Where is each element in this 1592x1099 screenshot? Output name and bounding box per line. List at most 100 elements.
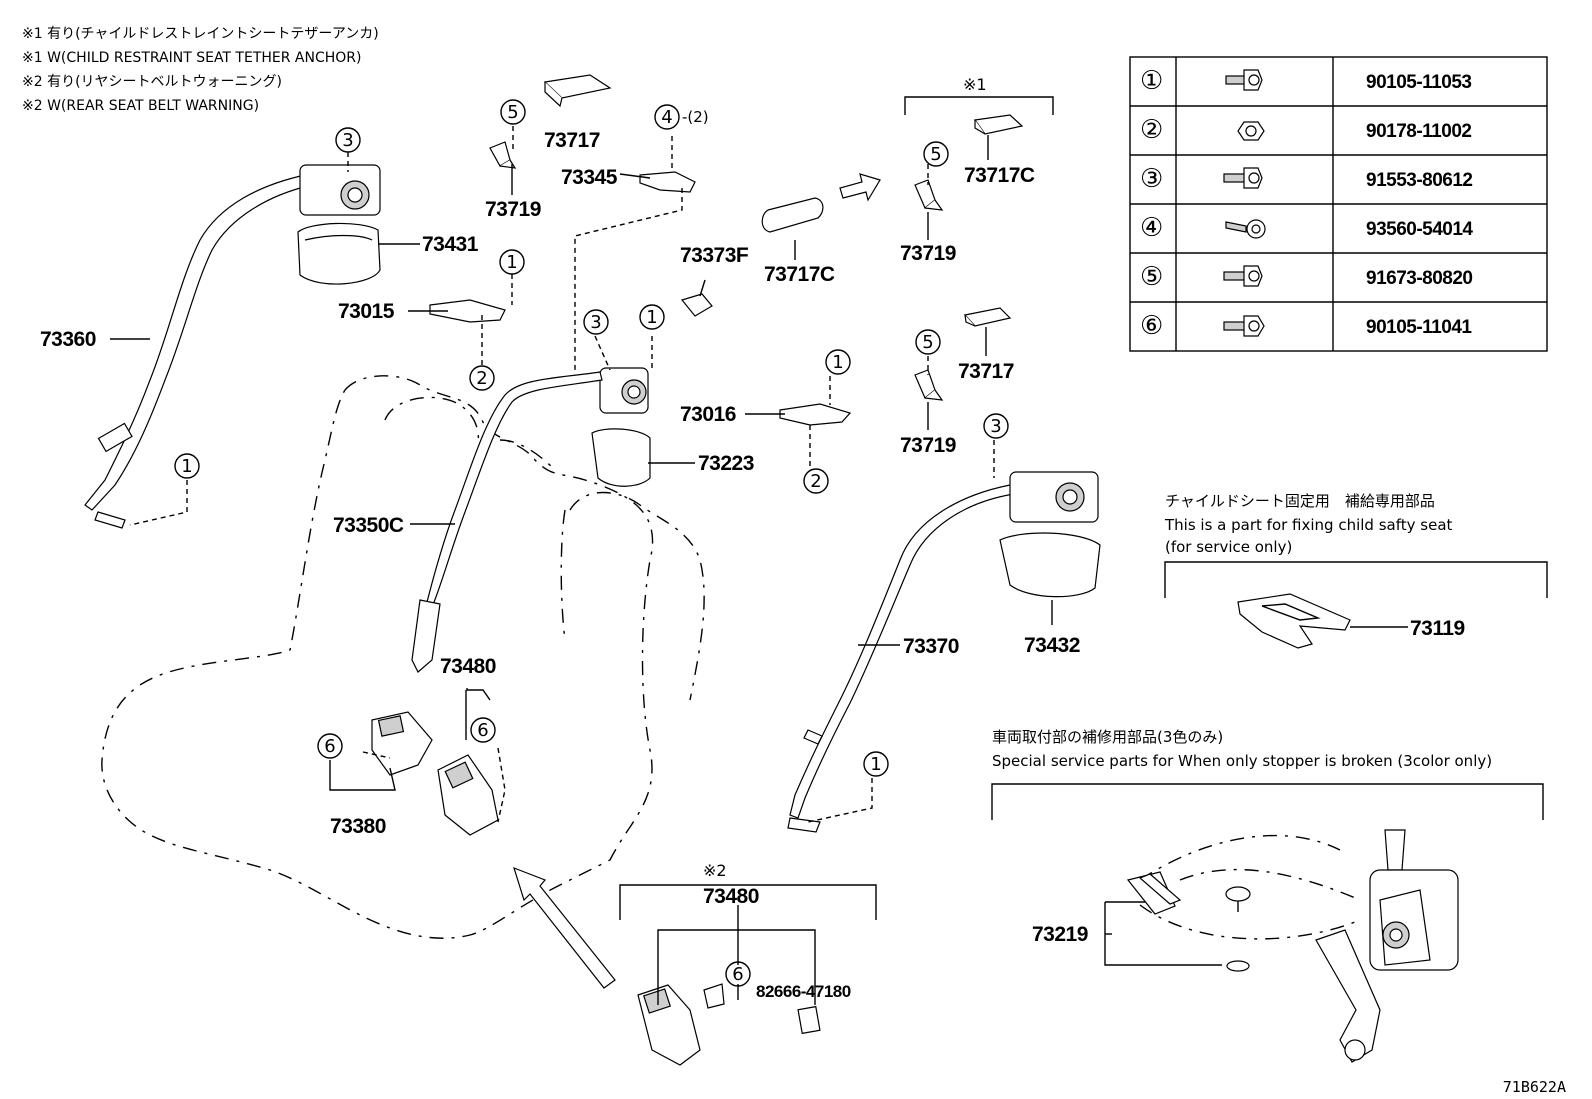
table-ref-6: ⑥: [1140, 311, 1163, 341]
svg-text:1: 1: [870, 754, 881, 775]
bracket-73719-right-top: [914, 179, 944, 211]
note-1-jp: ※1 有り(チャイルドレストレイントシートテザーアンカ): [22, 26, 379, 42]
table-ref-2: ②: [1140, 115, 1163, 145]
callout-1: 1: [499, 249, 525, 275]
table-ref-3: ③: [1140, 164, 1163, 194]
callout-3: 3: [583, 309, 609, 335]
svg-text:2: 2: [810, 471, 821, 492]
callout-2: 2: [803, 468, 829, 494]
note-1-en: ※1 W(CHILD RESTRAINT SEAT TETHER ANCHOR): [22, 50, 362, 66]
child-seat-part-box: チャイルドシート固定用 補給専用部品 This is a part for fi…: [1164, 492, 1548, 649]
retractor-cover-73223: [591, 428, 651, 487]
table-row: ⑤ 91673-80820: [1140, 262, 1473, 292]
connector-82666: [797, 1005, 821, 1035]
seat-belt-73370: [787, 471, 1099, 833]
note1-marker: ※1: [963, 75, 987, 94]
svg-text:6: 6: [732, 964, 743, 985]
label-73380: 73380: [330, 815, 386, 838]
label-73717C-right: 73717C: [964, 164, 1035, 187]
fastener-table: ① 90105-11053 ② 90178-11002 ③ 91553-8061…: [1129, 56, 1548, 352]
label-73350C: 73350C: [333, 514, 404, 537]
label-73345: 73345: [561, 166, 618, 189]
nut-icon: [1237, 121, 1265, 141]
label-73719-right-top: 73719: [900, 242, 956, 265]
svg-text:1: 1: [181, 456, 192, 477]
diagram-id: 71B622A: [1503, 1078, 1566, 1096]
child-seat-subtitle: (for service only): [1165, 538, 1292, 556]
svg-text:1: 1: [832, 352, 843, 373]
svg-text:1: 1: [506, 252, 517, 273]
cover-73717-right: [963, 307, 1012, 327]
callout-5: 5: [915, 329, 941, 355]
label-73373F: 73373F: [680, 244, 749, 267]
svg-text:3: 3: [990, 416, 1001, 437]
table-part-4: 93560-54014: [1366, 219, 1473, 240]
callout-5: 5: [923, 141, 949, 167]
svg-text:4: 4: [661, 107, 672, 128]
note2-marker: ※2: [703, 861, 727, 880]
svg-text:5: 5: [930, 144, 941, 165]
label-73432: 73432: [1024, 634, 1080, 657]
anchor-plate-73015: [429, 299, 506, 323]
callout-6: 6: [470, 717, 496, 743]
svg-text:6: 6: [477, 720, 488, 741]
svg-text:5: 5: [922, 332, 933, 353]
svg-text:6: 6: [324, 736, 335, 757]
table-row: ① 90105-11053: [1140, 66, 1472, 96]
clip-73373F: [680, 293, 713, 317]
cover-73717-top: [543, 74, 612, 108]
stopper-title-en: Special service parts for When only stop…: [992, 752, 1492, 770]
label-73370: 73370: [903, 635, 959, 658]
callout-6: 6: [317, 733, 343, 759]
table-row: ④ 93560-54014: [1140, 213, 1474, 243]
callout-4: 4: [654, 104, 680, 130]
svg-text:3: 3: [342, 130, 353, 151]
cover-73717C-center: [761, 197, 824, 233]
svg-text:1: 1: [646, 307, 657, 328]
label-73719-right-mid: 73719: [900, 434, 956, 457]
callout-2: 2: [469, 365, 495, 391]
table-part-2: 90178-11002: [1366, 121, 1471, 142]
guide-73345: [639, 171, 696, 193]
label-73719-top: 73719: [485, 198, 541, 221]
table-part-3: 91553-80612: [1366, 170, 1473, 191]
label-73431: 73431: [422, 233, 479, 256]
table-row: ② 90178-11002: [1140, 115, 1472, 145]
seat-outline: [101, 375, 705, 939]
anchor-plate-73119: [1237, 593, 1351, 649]
table-ref-5: ⑤: [1140, 262, 1163, 292]
child-seat-title-en: This is a part for fixing child safty se…: [1164, 516, 1453, 534]
bolt-icon: [1223, 265, 1263, 287]
label-73016: 73016: [680, 403, 736, 426]
child-seat-title-jp: チャイルドシート固定用 補給専用部品: [1165, 492, 1435, 510]
table-row: ⑥ 90105-11041: [1140, 311, 1473, 341]
label-73015: 73015: [338, 300, 395, 323]
bracket-73719-right-mid: [914, 369, 944, 401]
callout-6: 6: [725, 961, 751, 987]
callout-5: 5: [500, 99, 526, 125]
leader-lines: [129, 126, 995, 823]
label-73717-top: 73717: [544, 129, 600, 152]
callout-4-qty: -(2): [682, 108, 709, 126]
label-82666-47180: 82666-47180: [756, 982, 851, 1001]
svg-text:3: 3: [590, 312, 601, 333]
cover-73717C-right: [973, 114, 1024, 135]
retractor-center: [599, 367, 649, 414]
callout-3: 3: [983, 413, 1009, 439]
retractor-cover-73431: [297, 222, 381, 285]
note-2-en: ※2 W(REAR SEAT BELT WARNING): [22, 98, 259, 114]
part-labels: 73360 73431 73015 73717 73719 73345 7337…: [40, 129, 1080, 1001]
buckle-73480-mid: [437, 754, 499, 836]
table-ref-4: ④: [1140, 213, 1163, 243]
svg-text:5: 5: [507, 102, 518, 123]
callout-1: 1: [825, 349, 851, 375]
callouts: 3 1 1 2 5 4 -(2) 3 1 1 2 5 5 3 1 6 6 6: [174, 99, 1009, 987]
seat-belt-73360: [84, 164, 381, 529]
screw-icon: [1225, 219, 1266, 239]
view-arrow-icon: [513, 866, 616, 989]
seat-belt-73350C: [411, 371, 603, 673]
note-2-jp: ※2 有り(リヤシートベルトウォーニング): [22, 74, 282, 90]
callout-1: 1: [863, 751, 889, 777]
label-73480-bottom: 73480: [703, 885, 759, 908]
